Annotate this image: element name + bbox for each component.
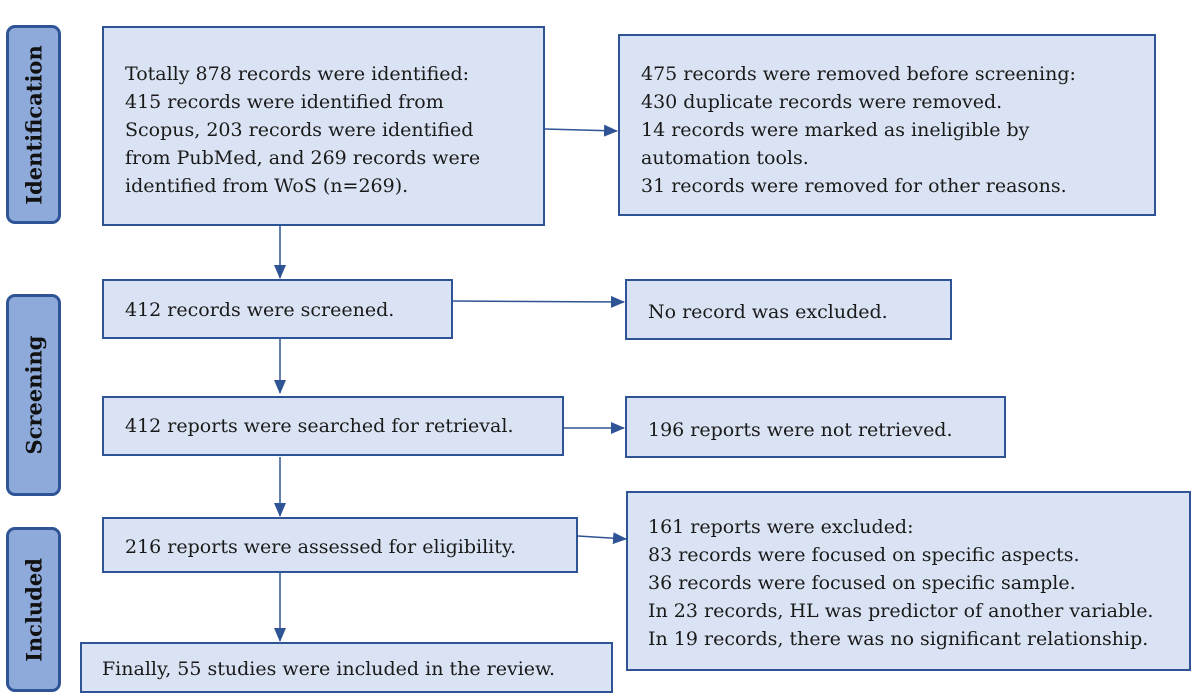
box-no-record-excluded: No record was excluded. [625,279,952,340]
identified-line-4: from PubMed, and 269 records were [125,147,481,169]
included-text: Finally, 55 studies were included in the… [102,658,556,680]
arrow-screened-to-excluded [452,295,625,308]
box-records-removed: 475 records were removed before screenin… [618,34,1156,216]
box-reports-eligibility: 216 reports were assessed for eligibilit… [102,517,578,573]
box-reports-not-retrieved: 196 reports were not retrieved. [625,396,1006,458]
removed-line-4: automation tools. [641,147,809,169]
identified-line-1: Totally 878 records were identified: [125,63,470,85]
eligibility-text: 216 reports were assessed for eligibilit… [125,536,517,558]
box-records-screened: 412 records were screened. [102,279,453,339]
identified-line-2: 415 records were identified from [125,91,444,113]
excluded-line-4: In 23 records, HL was predictor of anoth… [648,600,1154,622]
excluded-line-1: 161 reports were excluded: [648,516,914,538]
arrow-eligibility-to-excluded [577,532,627,545]
excluded-screening-text: No record was excluded. [648,301,888,323]
removed-line-1: 475 records were removed before screenin… [641,63,1076,85]
phase-screening: Screening [6,294,61,496]
box-records-identified: Totally 878 records were identified: 415… [102,26,545,226]
removed-line-2: 430 duplicate records were removed. [641,91,1003,113]
screened-text: 412 records were screened. [125,299,395,321]
phase-included: Included [6,527,61,692]
box-studies-included: Finally, 55 studies were included in the… [80,642,613,693]
excluded-line-2: 83 records were focused on specific aspe… [648,544,1080,566]
box-reports-retrieval: 412 reports were searched for retrieval. [102,396,564,456]
arrow-identified-to-removed [544,124,618,137]
removed-line-5: 31 records were removed for other reason… [641,175,1067,197]
identified-line-5: identified from WoS (n=269). [125,175,409,197]
excluded-line-5: In 19 records, there was no significant … [648,628,1149,650]
excluded-line-3: 36 records were focused on specific samp… [648,572,1076,594]
not-retrieved-text: 196 reports were not retrieved. [648,419,953,441]
retrieval-text: 412 reports were searched for retrieval. [125,415,514,437]
box-reports-excluded: 161 reports were excluded: 83 records we… [626,491,1191,671]
phase-identification: Identification [6,25,61,224]
removed-line-3: 14 records were marked as ineligible by [641,119,1030,141]
identified-line-3: Scopus, 203 records were identified [125,119,474,141]
